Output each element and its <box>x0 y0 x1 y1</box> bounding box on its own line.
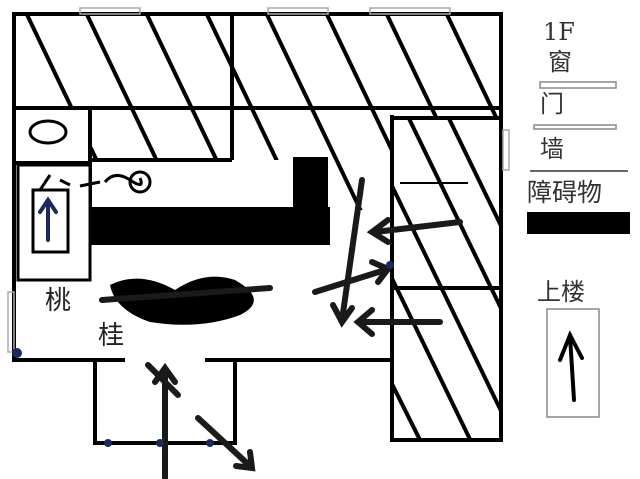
hatched-area-right <box>392 118 501 440</box>
floor-label: 1F <box>543 18 575 46</box>
sketch-eye-mark <box>28 119 152 194</box>
stairs-box <box>16 163 92 282</box>
legend-window-label: 窗 <box>548 48 572 76</box>
obstacles <box>90 157 330 325</box>
legend-obstacle-symbol <box>527 212 630 234</box>
hatched-area-top <box>14 14 501 210</box>
legend-up-arrow-icon <box>558 330 584 402</box>
legend-window-symbol <box>539 81 617 89</box>
windows <box>7 7 510 353</box>
legend-door-symbol <box>533 124 617 130</box>
legend-wall-label: 墙 <box>540 135 564 163</box>
legend-symbols <box>527 81 630 418</box>
legend-obstacle-label: 障碍物 <box>527 178 603 207</box>
movement-arrows <box>99 177 463 479</box>
legend-stairs-symbol <box>546 308 600 418</box>
room-label-tao: 桃 <box>45 286 72 316</box>
legend-upstairs-label: 上楼 <box>537 278 585 306</box>
up-arrow-icon <box>38 196 58 242</box>
blue-markers <box>12 261 394 447</box>
legend-door-label: 门 <box>540 90 564 118</box>
room-label-gui: 桂 <box>98 321 125 351</box>
